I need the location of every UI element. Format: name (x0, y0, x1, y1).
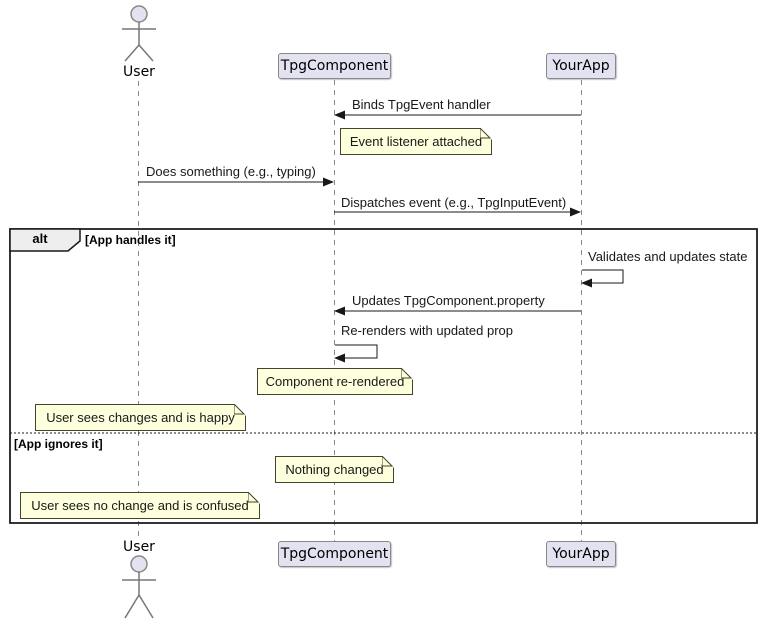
note-fold-icon (401, 368, 413, 380)
note-text: User sees no change and is confused (31, 498, 249, 513)
participant-component-bottom: TpgComponent (278, 541, 391, 567)
participant-label: YourApp (552, 546, 610, 562)
participant-label: YourApp (552, 58, 610, 74)
actor-user-bottom-label: User (123, 539, 155, 555)
note-user-confused: User sees no change and is confused (20, 492, 260, 519)
arrow-validates-self (581, 269, 624, 288)
message-rerenders: Re-renders with updated prop (341, 323, 513, 338)
arrow-binds-handler (334, 110, 581, 120)
message-validates: Validates and updates state (588, 249, 748, 264)
alt-operator-label: alt (32, 231, 48, 246)
message-updates-property: Updates TpgComponent.property (352, 293, 545, 308)
note-fold-icon (382, 456, 394, 468)
note-fold-icon (248, 492, 260, 504)
actor-user-top-icon (122, 5, 156, 62)
arrow-rerenders-self (334, 344, 378, 363)
participant-label: TpgComponent (280, 58, 389, 74)
note-component-rerendered: Component re-rendered (257, 368, 413, 395)
actor-user-bottom-icon (122, 555, 156, 619)
alt-frame (9, 228, 758, 524)
note-text: Component re-rendered (265, 374, 405, 389)
actor-user-top-label: User (123, 64, 155, 80)
message-binds-handler: Binds TpgEvent handler (352, 97, 491, 112)
message-does-something: Does something (e.g., typing) (146, 164, 316, 179)
alt-guard-ignores: [App ignores it] (14, 437, 103, 451)
arrow-dispatches-event (334, 207, 581, 217)
alt-frame-label-pentagon (9, 228, 81, 252)
note-text: User sees changes and is happy (46, 410, 235, 425)
alt-guard-handles: [App handles it] (85, 233, 176, 247)
note-event-listener-attached: Event listener attached (340, 128, 492, 155)
note-fold-icon (234, 404, 246, 416)
note-nothing-changed: Nothing changed (275, 456, 394, 483)
participant-app-bottom: YourApp (546, 541, 616, 567)
participant-app-top: YourApp (546, 53, 616, 79)
message-dispatches-event: Dispatches event (e.g., TpgInputEvent) (341, 195, 567, 210)
participant-label: TpgComponent (280, 546, 389, 562)
note-user-happy: User sees changes and is happy (35, 404, 246, 431)
note-text: Event listener attached (349, 134, 483, 149)
participant-component-top: TpgComponent (278, 53, 391, 79)
arrow-does-something (138, 177, 334, 187)
arrow-updates-property (334, 306, 581, 316)
note-fold-icon (480, 128, 492, 140)
note-text: Nothing changed (285, 462, 384, 477)
